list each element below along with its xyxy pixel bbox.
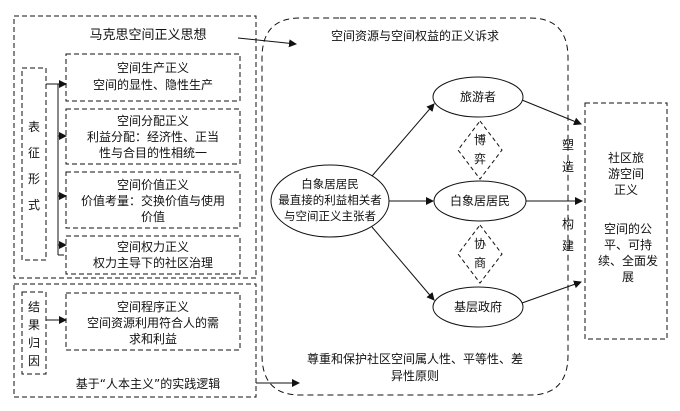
practice-logic-footer: 基于“人本主义”的实践逻辑 xyxy=(75,377,221,391)
form-label: 表征形式 xyxy=(27,120,40,212)
game-diamond xyxy=(457,120,503,180)
power-justice-text: 权力主导下的社区治理 xyxy=(92,256,213,270)
resident-label: 白象居居民 xyxy=(449,194,510,208)
right-box-frame xyxy=(584,102,668,340)
center-title: 空间资源与空间权益的正义诉求 xyxy=(330,29,499,43)
principle-text: 尊重和保护社区空间属人性、平等性、差 异性原则 xyxy=(306,352,523,383)
value-justice-frame xyxy=(65,171,241,229)
procedure-justice-text: 空间资源利用符合人的需 求和利益 xyxy=(86,316,219,346)
value-justice-text: 价值考量：交换价值与使用价值 xyxy=(80,194,225,224)
tourist-ellipse xyxy=(432,76,524,118)
right-box-text: 空间的公平、可持续、全面发展 xyxy=(597,222,658,284)
right-box-title: 社区旅游空间正义 xyxy=(607,151,644,197)
result-label-frame xyxy=(21,291,47,375)
arrow-actor-to-government xyxy=(371,226,435,301)
negotiation-label: 协商 xyxy=(473,237,486,270)
arrow-tourist-to-right xyxy=(521,99,582,126)
result-label: 结果归因 xyxy=(27,300,40,368)
negotiation-diamond xyxy=(457,224,503,284)
procedure-justice-title: 空间程序正义 xyxy=(116,300,189,314)
power-justice-title: 空间权力正义 xyxy=(116,240,189,254)
shape-label: 塑造 xyxy=(561,138,574,174)
power-justice-frame xyxy=(65,235,241,275)
procedure-justice-frame xyxy=(65,292,241,351)
production-justice-frame xyxy=(65,53,241,102)
center-region-frame xyxy=(261,17,569,396)
distribution-justice-frame xyxy=(65,108,241,165)
production-justice-text: 空间的显性、隐性生产 xyxy=(92,78,213,92)
arrow-government-to-right xyxy=(521,280,582,304)
arrow-title-to-center xyxy=(237,37,297,48)
distribution-justice-title: 空间分配正义 xyxy=(116,114,189,128)
production-justice-title: 空间生产正义 xyxy=(116,61,189,75)
left-panel-title: 马克思空间正义思想 xyxy=(89,28,207,43)
form-label-frame xyxy=(21,67,47,261)
form-bracket xyxy=(46,83,64,256)
tourist-label: 旅游者 xyxy=(459,90,496,104)
build-label: 构建 xyxy=(561,217,574,253)
government-label: 基层政府 xyxy=(453,300,502,314)
result-panel-frame xyxy=(13,283,257,398)
main-actor-text: 白象居居民 最直接的利益相关者 与空间正义主张者 xyxy=(278,177,382,223)
government-ellipse xyxy=(432,286,524,328)
distribution-justice-text: 利益分配：经济性、正当 性与合目的性相统一 xyxy=(86,130,219,160)
game-label: 博弈 xyxy=(473,133,486,166)
left-panel-frame xyxy=(13,15,257,279)
arrow-actor-to-tourist xyxy=(371,103,435,177)
value-justice-title: 空间价值正义 xyxy=(116,178,189,192)
